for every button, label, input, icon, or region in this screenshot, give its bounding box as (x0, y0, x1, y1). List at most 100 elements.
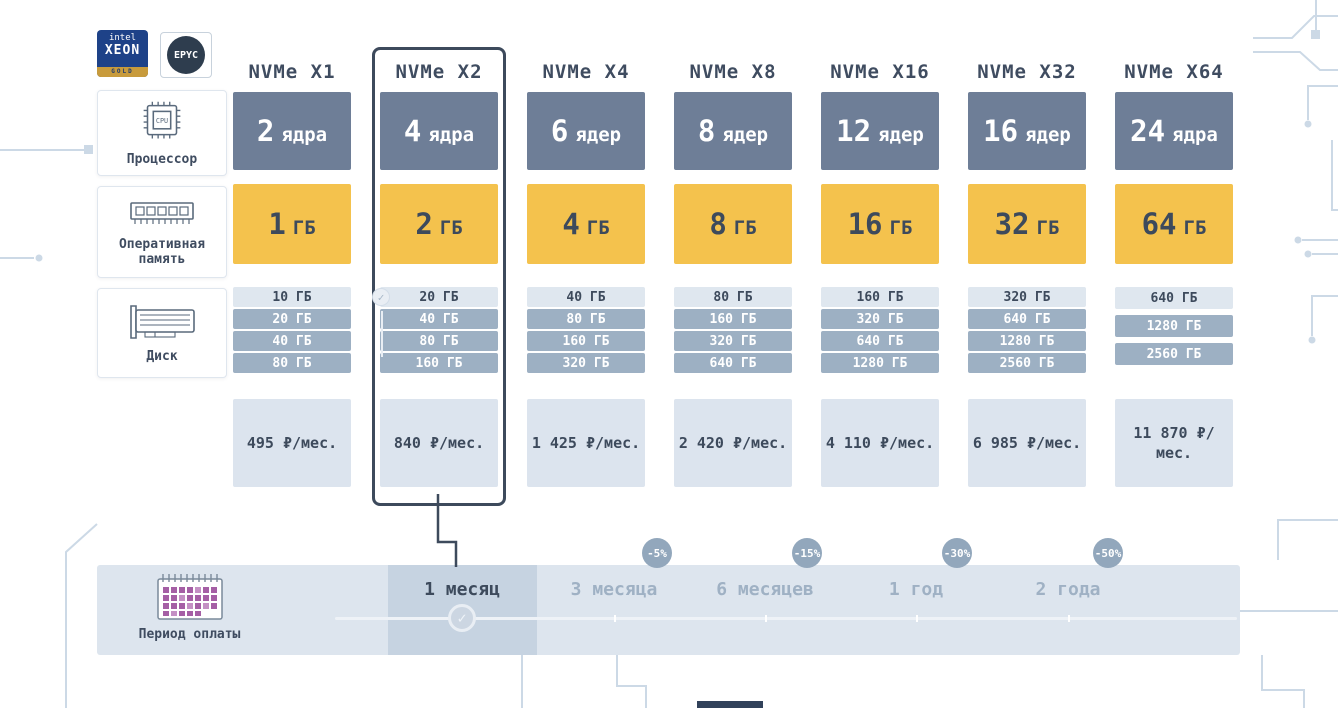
plan-price: 495 ₽/мес. (233, 399, 351, 487)
plan-column-nvme-x64[interactable]: NVMe X64 24 ядра 64 ГБ 640 ГБ 1280 ГБ 25… (1107, 47, 1241, 506)
disk-option[interactable]: 160 ГБ (527, 331, 645, 351)
slider-tick (1068, 615, 1070, 622)
ram-value: 8 (709, 207, 727, 241)
plan-title: NVMe X8 (689, 61, 777, 83)
disk-option[interactable]: 10 ГБ (233, 287, 351, 307)
slider-tick (765, 615, 767, 622)
cpu-cores-value: 8 (697, 114, 716, 148)
disk-option[interactable]: 80 ГБ (233, 353, 351, 373)
period-label: Период оплаты (138, 627, 241, 642)
disk-option[interactable]: 2560 ГБ (968, 353, 1086, 373)
plan-cpu-box: 8 ядер (674, 92, 792, 170)
period-option-6-months[interactable]: 6 месяцев (716, 579, 814, 600)
plan-ram-box: 2 ГБ (380, 184, 498, 264)
disk-option[interactable]: 1280 ГБ (1115, 315, 1233, 337)
cpu-cores-value: 2 (256, 114, 275, 148)
cpu-cores-unit: ядер (878, 123, 924, 146)
disk-option[interactable]: 2560 ГБ (1115, 343, 1233, 365)
period-option-2-years[interactable]: 2 года (1035, 579, 1101, 600)
xeon-label: XEON (104, 43, 141, 58)
disk-option[interactable]: 320 ГБ (674, 331, 792, 351)
ram-unit: ГБ (586, 216, 610, 239)
ram-value: 1 (268, 207, 286, 241)
sidebar-label-cpu: Процессор (126, 151, 198, 167)
plan-price: 1 425 ₽/мес. (527, 399, 645, 487)
disk-option[interactable]: 320 ГБ (968, 287, 1086, 307)
plan-price: 4 110 ₽/мес. (821, 399, 939, 487)
plan-title: NVMe X2 (395, 61, 483, 83)
period-slider-handle[interactable]: ✓ (448, 604, 476, 632)
plan-cpu-box: 12 ядер (821, 92, 939, 170)
plan-columns: NVMe X1 2 ядра 1 ГБ 10 ГБ 20 ГБ 40 ГБ 80… (225, 47, 1241, 506)
disk-option[interactable]: 320 ГБ (821, 309, 939, 329)
period-legend: Период оплаты (107, 571, 272, 642)
ram-icon (130, 202, 194, 224)
plan-cpu-box: 4 ядра (380, 92, 498, 170)
plan-column-nvme-x1[interactable]: NVMe X1 2 ядра 1 ГБ 10 ГБ 20 ГБ 40 ГБ 80… (225, 47, 359, 506)
cpu-cores-unit: ядер (575, 123, 622, 146)
disk-option[interactable]: 80 ГБ (527, 309, 645, 329)
disk-option[interactable]: 40 ГБ (233, 331, 351, 351)
disk-options: 160 ГБ 320 ГБ 640 ГБ 1280 ГБ (821, 287, 939, 375)
plan-column-nvme-x8[interactable]: NVMe X8 8 ядер 8 ГБ 80 ГБ 160 ГБ 320 ГБ … (666, 47, 800, 506)
cpu-cores-value: 12 (836, 114, 872, 148)
billing-period-panel: Период оплаты 1 месяц 3 месяца 6 месяцев… (97, 565, 1240, 655)
ram-unit: ГБ (439, 216, 463, 239)
discount-badge-6-months: -15% (792, 538, 822, 568)
plan-column-nvme-x32[interactable]: NVMe X32 16 ядер 32 ГБ 320 ГБ 640 ГБ 128… (960, 47, 1094, 506)
disk-option[interactable]: 320 ГБ (527, 353, 645, 373)
plan-column-nvme-x4[interactable]: NVMe X4 6 ядер 4 ГБ 40 ГБ 80 ГБ 160 ГБ 3… (519, 47, 653, 506)
disk-option[interactable]: 160 ГБ (380, 353, 498, 373)
disk-option[interactable]: 20 ГБ (380, 287, 498, 307)
ram-value: 64 (1141, 207, 1177, 241)
period-option-1-month[interactable]: 1 месяц (424, 579, 500, 600)
plan-column-nvme-x16[interactable]: NVMe X16 12 ядер 16 ГБ 160 ГБ 320 ГБ 640… (813, 47, 947, 506)
disk-option[interactable]: 80 ГБ (674, 287, 792, 307)
discount-badge-1-year: -30% (942, 538, 972, 568)
disk-option[interactable]: 640 ГБ (968, 309, 1086, 329)
sidebar-label-disk: Диск (146, 348, 178, 364)
disk-option[interactable]: 640 ГБ (821, 331, 939, 351)
plan-title: NVMe X32 (977, 61, 1077, 83)
cpu-cores-value: 4 (403, 114, 422, 148)
ram-unit: ГБ (292, 216, 316, 239)
disk-options: 640 ГБ 1280 ГБ 2560 ГБ (1115, 287, 1233, 375)
sidebar-label-ram: Оперативная память (118, 237, 206, 267)
disk-option[interactable]: 160 ГБ (821, 287, 939, 307)
plan-cpu-box: 24 ядра (1115, 92, 1233, 170)
svg-text:CPU: CPU (156, 117, 168, 125)
disk-options: ✓ 20 ГБ 40 ГБ 80 ГБ 160 ГБ (372, 287, 498, 375)
disk-options: 10 ГБ 20 ГБ 40 ГБ 80 ГБ (233, 287, 351, 375)
plan-price: 6 985 ₽/мес. (968, 399, 1086, 487)
period-option-3-months[interactable]: 3 месяца (570, 579, 658, 600)
ram-value: 4 (562, 207, 580, 241)
plan-column-nvme-x2[interactable]: NVMe X2 4 ядра 2 ГБ ✓ 20 ГБ 40 ГБ 80 ГБ … (372, 47, 506, 506)
check-icon: ✓ (372, 288, 390, 306)
plan-title: NVMe X16 (830, 61, 930, 83)
disk-option[interactable]: 1280 ГБ (821, 353, 939, 373)
plan-price: 840 ₽/мес. (380, 399, 498, 487)
plan-price: 2 420 ₽/мес. (674, 399, 792, 487)
disk-options: 320 ГБ 640 ГБ 1280 ГБ 2560 ГБ (968, 287, 1086, 375)
disk-option[interactable]: 640 ГБ (1115, 287, 1233, 309)
period-option-1-year[interactable]: 1 год (888, 579, 944, 600)
disk-icon (130, 304, 195, 339)
amd-epyc-badge: EPYC (160, 32, 212, 78)
sidebar-row-disk: Диск (97, 288, 227, 378)
plan-price: 11 870 ₽/мес. (1115, 399, 1233, 487)
disk-option[interactable]: 40 ГБ (527, 287, 645, 307)
cpu-cores-value: 24 (1130, 114, 1166, 148)
plan-title: NVMe X1 (248, 61, 336, 83)
disk-option[interactable]: 40 ГБ (380, 309, 498, 329)
disk-option[interactable]: 1280 ГБ (968, 331, 1086, 351)
disk-option[interactable]: 160 ГБ (674, 309, 792, 329)
intel-xeon-badge: intel XEON GOLD (97, 30, 148, 77)
disk-option[interactable]: 80 ГБ (380, 331, 498, 351)
plan-ram-box: 8 ГБ (674, 184, 792, 264)
sidebar-row-ram: Оперативная память (97, 186, 227, 278)
disk-option[interactable]: 640 ГБ (674, 353, 792, 373)
cpu-cores-unit: ядер (722, 123, 769, 146)
disk-option[interactable]: 20 ГБ (233, 309, 351, 329)
plan-ram-box: 32 ГБ (968, 184, 1086, 264)
